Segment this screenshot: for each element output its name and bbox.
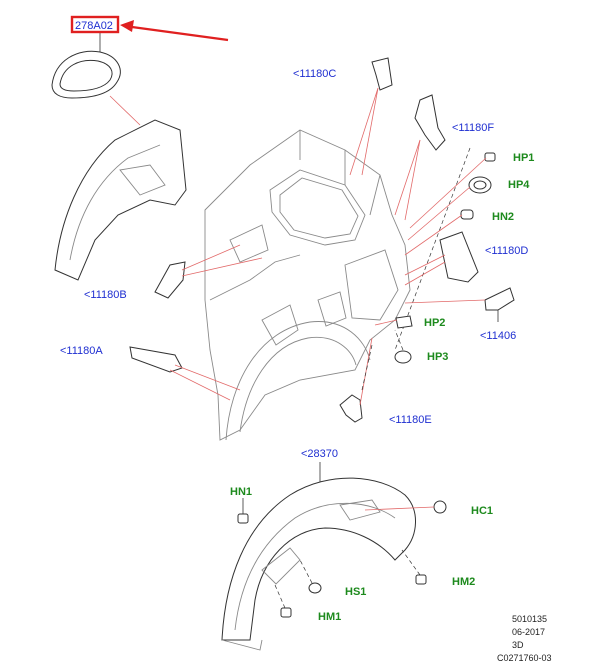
fastener-hm2-nut (401, 549, 427, 585)
callout-hm2: HM2 (452, 576, 475, 588)
callout-hp2: HP2 (424, 317, 445, 329)
fastener-hn2-nut (404, 209, 474, 256)
rear-quarter-body-assembly (204, 129, 411, 441)
callout-hm1: HM1 (318, 611, 341, 623)
highlight-box-278a02 (70, 15, 120, 34)
reference-date: 06-2017 (512, 627, 545, 637)
reference-view: 3D (512, 640, 524, 650)
fastener-hp4-plug (407, 176, 492, 241)
callout-hn1: HN1 (230, 486, 252, 498)
fastener-hp2-plug (374, 315, 413, 329)
callout-11180c: <11180C (293, 68, 336, 80)
fastener-hp1-plug (409, 152, 496, 229)
fastener-hs1-screw (299, 559, 322, 594)
fastener-hn1-nut (237, 498, 249, 524)
reference-drawing-id: C0271760-03 (497, 653, 552, 663)
part-11180f-bracket (394, 94, 446, 221)
part-11180a-bracket (129, 346, 241, 401)
part-11180c-bracket (349, 57, 393, 176)
reference-number: 5010135 (512, 614, 547, 624)
guide-dashed-line (394, 147, 471, 351)
inner-wheelhouse-panel (54, 119, 187, 281)
fastener-hm1-nut (274, 584, 292, 618)
part-11180b-bracket (154, 244, 263, 299)
callout-278a02: 278A02 (75, 20, 113, 32)
leader-278a02 (109, 95, 141, 126)
part-28370-wheel-arch-liner (221, 462, 416, 651)
callout-11180a: <11180A (60, 345, 103, 357)
callout-hs1: HS1 (345, 586, 366, 598)
highlight-arrow-head (120, 20, 134, 32)
fastener-hp3-plug (394, 329, 412, 364)
callout-11180d: <11180D (485, 245, 528, 257)
part-11180d-bracket (404, 231, 479, 286)
callout-11406: <11406 (480, 330, 516, 342)
fastener-hc1-clip (364, 500, 447, 514)
part-11406-striker (404, 287, 515, 322)
callout-hp3: HP3 (427, 351, 448, 363)
callout-hp1: HP1 (513, 152, 534, 164)
callout-11180f: <11180F (452, 122, 494, 134)
callout-hp4: HP4 (508, 179, 530, 191)
part-11180e-bracket (339, 337, 373, 423)
callout-11180e: <11180E (389, 414, 432, 426)
callout-28370: <28370 (301, 448, 338, 460)
part-278a02-gasket (51, 50, 121, 99)
callout-hn2: HN2 (492, 211, 514, 223)
callout-hc1: HC1 (471, 505, 493, 517)
callout-11180b: <11180B (84, 289, 127, 301)
highlight-arrow-shaft (131, 25, 229, 42)
